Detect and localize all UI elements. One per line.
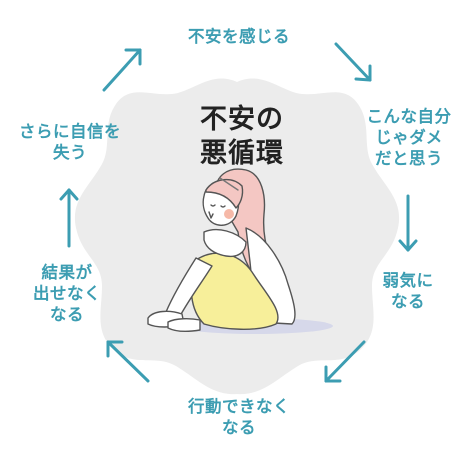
arrow-up-icon xyxy=(59,188,79,248)
step5-line-2: 出せなく xyxy=(33,284,101,303)
step3-line-1: 弱気に xyxy=(382,271,434,290)
arrow-left-up-icon xyxy=(106,340,150,383)
step4-line-1: 行動できなく xyxy=(188,397,290,416)
step1-line-1: 不安を感じる xyxy=(188,27,290,46)
arrow-down-icon xyxy=(398,194,418,252)
step3-line-2: なる xyxy=(391,292,425,311)
cycle-step-lose-confidence: さらに自信を 失う xyxy=(4,121,136,163)
cycle-step-no-results: 結果が 出せなく なる xyxy=(24,262,110,325)
title-line-1: 不安の xyxy=(200,104,284,135)
step5-line-3: なる xyxy=(50,305,84,324)
step6-line-1: さらに自信を xyxy=(19,122,121,141)
cycle-step-cannot-act: 行動できなく なる xyxy=(176,396,302,438)
step2-line-2: じゃダメ xyxy=(375,128,443,147)
step5-line-1: 結果が xyxy=(41,263,93,282)
step6-line-2: 失う xyxy=(53,143,87,162)
step4-line-2: なる xyxy=(222,418,256,437)
sitting-girl-illustration xyxy=(147,168,296,333)
cycle-step-feel-anxiety: 不安を感じる xyxy=(177,26,301,47)
cycle-step-self-denial: こんな自分 じゃダメ だと思う xyxy=(350,106,468,169)
step2-line-1: こんな自分 xyxy=(366,107,452,126)
arrow-left-down-icon xyxy=(324,340,366,383)
diagram-title: 不安の 悪循環 xyxy=(172,103,312,171)
arrow-right-up-icon xyxy=(102,48,142,92)
cycle-step-become-timid: 弱気に なる xyxy=(368,270,448,312)
step2-line-3: だと思う xyxy=(375,149,443,168)
title-line-2: 悪循環 xyxy=(200,138,284,169)
arrow-right-down-icon xyxy=(334,42,372,82)
